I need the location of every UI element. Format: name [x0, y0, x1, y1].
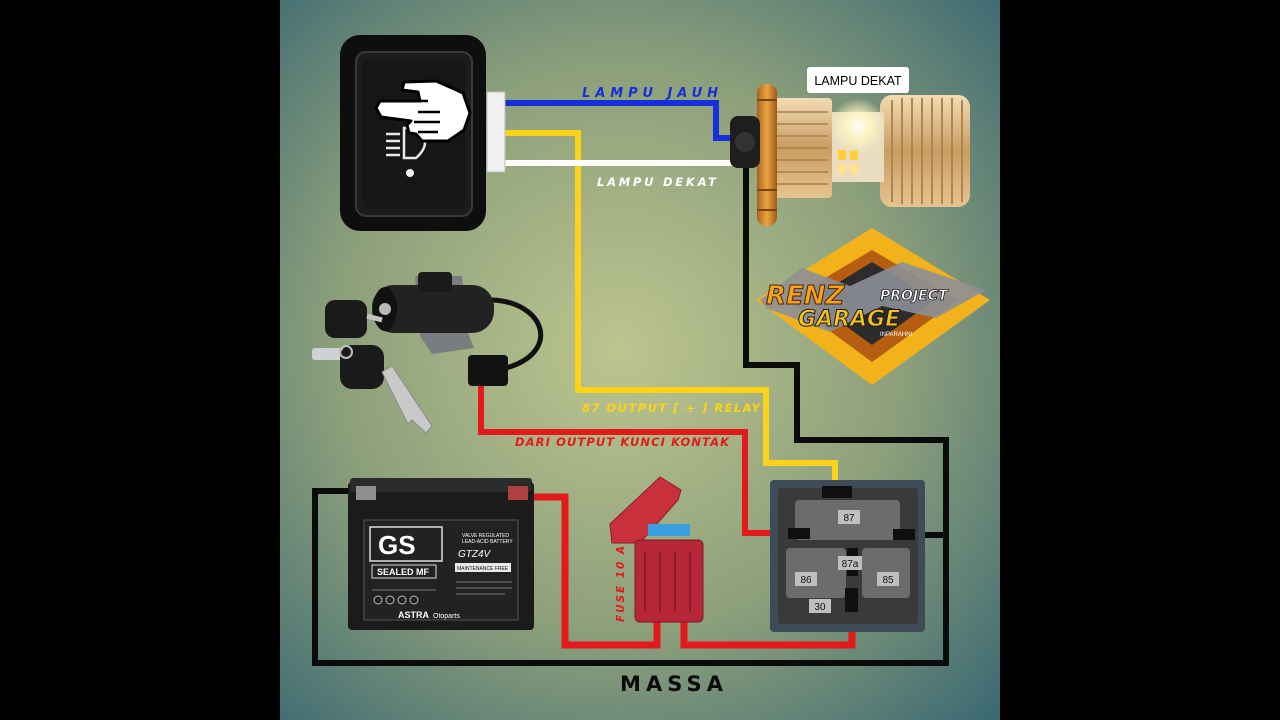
battery-spec-line1: VALVE REGULATED — [462, 533, 509, 539]
battery: GS VALVE REGULATED LEAD-ACID BATTERY GTZ… — [348, 478, 534, 630]
battery-terminal-negative — [356, 486, 376, 500]
fuse-holder-lid — [609, 476, 682, 544]
bulb-led-chip — [850, 150, 858, 160]
battery-brand-box — [369, 526, 443, 562]
relay: 87 87a 86 85 30 — [770, 480, 925, 632]
garage-logo: RENZ PROJECT GARAGE INPARAHNI — [756, 228, 990, 385]
relay-slot-85 — [893, 529, 915, 540]
battery-maker-sub: Otoparts — [433, 613, 460, 620]
bulb-heatsink-fins — [891, 98, 963, 204]
battery-spec-line2: LEAD-ACID BATTERY — [462, 539, 513, 545]
battery-brand: GS — [378, 530, 416, 560]
relay-pin-87a: 87a — [842, 559, 859, 570]
switch-connector — [486, 91, 506, 173]
logo-word-project: PROJECT — [880, 288, 949, 304]
logo-tagline: INPARAHNI — [880, 332, 913, 338]
ignition-cable — [491, 297, 544, 371]
relay-pin-30: 30 — [814, 602, 826, 613]
ignition-keyhole — [379, 303, 391, 315]
key-main-blade — [381, 365, 433, 434]
relay-pin-label-bg — [809, 599, 831, 613]
relay-pin-85: 85 — [882, 575, 894, 586]
label-fuse: FUSE 10 A — [615, 546, 627, 622]
battery-subtitle-box — [455, 563, 511, 572]
key-ring — [339, 345, 353, 359]
battery-type-box — [371, 564, 437, 579]
bulb-led-chip — [838, 150, 846, 160]
battery-maker: ASTRA — [398, 610, 429, 620]
logo-word-garage: GARAGE — [798, 307, 900, 332]
battery-type: SEALED MF — [377, 567, 430, 577]
bulb-tag-box — [807, 67, 909, 93]
bulb-tag-text: LAMPU DEKAT — [814, 74, 902, 88]
logo-shard-band — [760, 262, 986, 332]
label-high-beam: LAMPU JAUH — [582, 86, 718, 101]
ignition-cylinder — [372, 285, 494, 333]
battery-subtitle: MAINTENANCE FREE — [457, 566, 509, 572]
battery-lid — [350, 478, 532, 492]
battery-fineprint — [372, 581, 512, 595]
bulb-socket-pin — [735, 132, 755, 152]
bulb-led-chip — [838, 164, 846, 174]
key-spare-head — [325, 300, 367, 338]
ignition-switch — [312, 272, 544, 434]
battery-model: GTZ4V — [458, 549, 492, 560]
fuse-holder-body — [634, 539, 704, 623]
label-low-beam: LAMPU DEKAT — [597, 175, 717, 189]
relay-slot-86 — [788, 528, 810, 539]
bulb-glow — [830, 98, 886, 154]
wire-ground — [312, 168, 949, 666]
switch-indicator-dot — [406, 169, 414, 177]
bulb-tag: LAMPU DEKAT — [807, 67, 909, 93]
wire-battery-positive — [520, 493, 661, 649]
wire-labels: LAMPU JAUH LAMPU DEKAT 87 OUTPUT [ + ] R… — [515, 86, 762, 696]
relay-pin-86: 86 — [800, 575, 812, 586]
relay-slot-30 — [845, 588, 858, 612]
battery-terminal-positive — [508, 486, 528, 500]
relay-pin-label-bg — [877, 572, 899, 586]
ignition-connector — [468, 355, 508, 386]
wire-high-beam — [505, 100, 738, 141]
battery-warning-icons — [373, 595, 419, 605]
fuse-blade — [648, 524, 690, 536]
logo-word-renz: RENZ — [766, 281, 846, 311]
bulb-led-chip — [850, 164, 858, 174]
bulb-heatsink — [880, 95, 970, 207]
relay-slot-87 — [822, 486, 852, 498]
label-ground: MASSA — [620, 672, 724, 696]
wire-relay-output — [505, 130, 838, 494]
hand-pointer-icon — [374, 79, 472, 143]
led-headlight-bulb — [730, 84, 970, 226]
relay-pin-label-bg — [838, 556, 862, 570]
bulb-body-ribs — [776, 111, 828, 185]
relay-pin-label-bg — [838, 510, 860, 524]
fuse-holder — [609, 476, 704, 623]
fuse-holder-ridges — [644, 552, 691, 612]
ignition-cylinder-cap — [418, 272, 452, 292]
relay-pin-label-bg — [795, 572, 817, 586]
key-tag — [312, 348, 344, 360]
label-ignition-output: DARI OUTPUT KUNCI KONTAK — [515, 435, 730, 449]
bulb-collar-notches — [757, 99, 777, 211]
key-spare-blade — [366, 313, 383, 323]
key-main-head — [340, 345, 384, 389]
wire-ignition — [478, 386, 794, 536]
relay-pin-87: 87 — [843, 513, 855, 524]
dimmer-switch — [340, 35, 486, 231]
